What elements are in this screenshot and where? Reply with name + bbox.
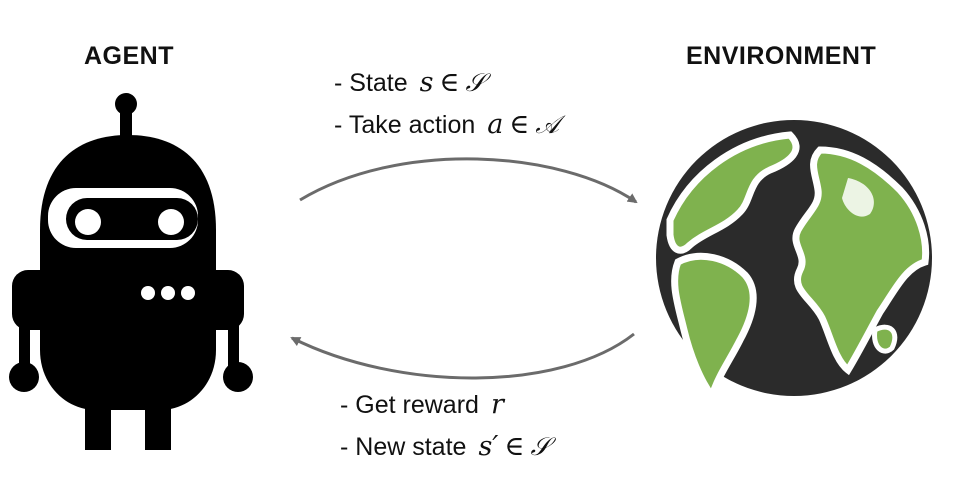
forward-action-var: a [487, 109, 504, 140]
backward-newstate-set: 𝒮 [530, 432, 550, 461]
forward-label-action: - Take action a∈𝒜 [334, 108, 559, 142]
forward-action-text: - Take action [334, 111, 476, 139]
backward-reward-var: r [490, 389, 504, 420]
backward-newstate-op: ∈ [504, 431, 525, 462]
robot-icon [9, 93, 253, 450]
backward-label-newstate: - New state s′∈𝒮 [340, 430, 550, 464]
backward-arrow [290, 332, 635, 380]
environment-title: ENVIRONMENT [686, 42, 877, 70]
forward-action-set: 𝒜 [535, 110, 560, 139]
forward-action-op: ∈ [509, 109, 530, 140]
backward-newstate-text: - New state [340, 433, 467, 461]
forward-label-state: - State s∈𝒮 [334, 66, 485, 100]
forward-state-set: 𝒮 [465, 68, 485, 97]
forward-state-op: ∈ [439, 67, 460, 98]
forward-arrow [299, 157, 638, 204]
forward-state-var: s [419, 67, 434, 98]
backward-reward-text: - Get reward [340, 391, 479, 419]
forward-state-text: - State [334, 69, 408, 97]
backward-newstate-var: s′ [478, 431, 499, 462]
agent-title: AGENT [84, 42, 174, 70]
earth-globe-icon [648, 112, 940, 404]
backward-label-reward: - Get reward r [340, 388, 504, 422]
